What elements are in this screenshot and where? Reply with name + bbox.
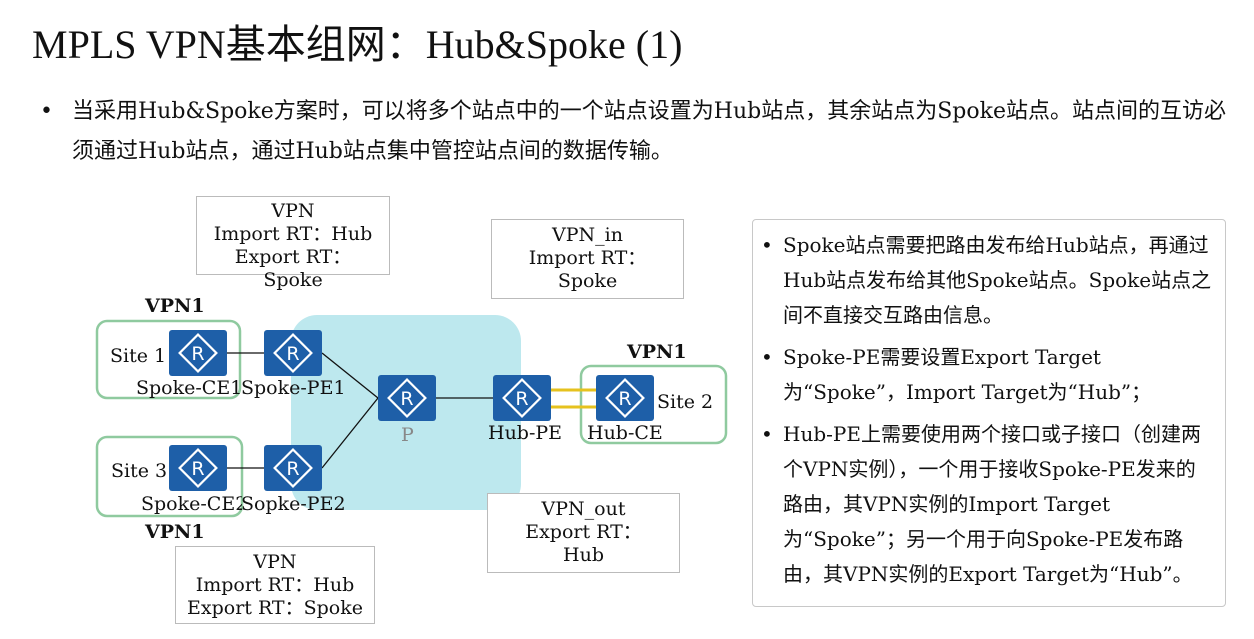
note-item: •Spoke站点需要把路由发布给Hub站点，再通过Hub站点发布给其他Spoke… bbox=[761, 228, 1215, 333]
router-icon: R bbox=[387, 378, 427, 418]
vpn-out-box: VPN_out Export RT： Hub bbox=[487, 493, 680, 573]
intro-paragraph: • 当采用Hub&Spoke方案时，可以将多个站点中的一个站点设置为Hub站点，… bbox=[40, 92, 1245, 172]
router-icon: R bbox=[178, 448, 218, 488]
hub-ce-router: R bbox=[596, 375, 654, 421]
spoke-pe2-label: Sopke-PE2 bbox=[241, 493, 346, 515]
spoke-ce2-router: R bbox=[169, 445, 227, 491]
note-item: •Hub-PE上需要使用两个接口或子接口（创建两个VPN实例），一个用于接收Sp… bbox=[761, 417, 1215, 592]
hub-ce-label: Hub-CE bbox=[587, 422, 663, 444]
site1-label: Site 1 bbox=[110, 345, 167, 367]
vpn-in-box: VPN_in Import RT： Spoke bbox=[491, 219, 684, 299]
site1-region bbox=[95, 319, 242, 400]
note-item: •Spoke-PE需要设置Export Target为“Spoke”，Impor… bbox=[761, 340, 1215, 410]
site3-label: Site 3 bbox=[111, 460, 168, 482]
spoke-ce2-label: Spoke-CE2 bbox=[141, 493, 242, 515]
svg-text:R: R bbox=[286, 343, 299, 365]
link-pe1-p bbox=[321, 352, 379, 399]
svg-text:R: R bbox=[400, 388, 413, 410]
bullet-dot: • bbox=[761, 345, 773, 369]
vpn-box-bottom: VPN Import RT：Hub Export RT：Spoke bbox=[175, 546, 375, 624]
page-title: MPLS VPN基本组网：Hub&Spoke (1) bbox=[32, 22, 683, 67]
bullet-dot: • bbox=[40, 99, 53, 124]
site3-region bbox=[95, 435, 244, 518]
hub-pe-router: R bbox=[493, 375, 551, 421]
bullet-dot: • bbox=[761, 233, 773, 257]
p-router: R bbox=[378, 375, 436, 421]
bullet-dot: • bbox=[761, 422, 773, 446]
spoke-pe1-router: R bbox=[264, 330, 322, 376]
router-icon: R bbox=[605, 378, 645, 418]
intro-text: 当采用Hub&Spoke方案时，可以将多个站点中的一个站点设置为Hub站点，其余… bbox=[72, 99, 1226, 164]
link-pe2-p bbox=[321, 397, 379, 469]
spoke-ce1-router: R bbox=[169, 330, 227, 376]
vpn1-label-site3: VPN1 bbox=[145, 521, 205, 543]
hub-pe-label: Hub-PE bbox=[488, 422, 563, 444]
spoke-ce1-label: Spoke-CE1 bbox=[136, 377, 243, 399]
spoke-pe2-router: R bbox=[264, 445, 322, 491]
svg-text:R: R bbox=[191, 458, 204, 480]
router-icon: R bbox=[502, 378, 542, 418]
svg-text:R: R bbox=[515, 388, 528, 410]
svg-text:R: R bbox=[286, 458, 299, 480]
site2-label: Site 2 bbox=[657, 391, 714, 413]
router-icon: R bbox=[273, 448, 313, 488]
router-icon: R bbox=[178, 333, 218, 373]
notes-panel: •Spoke站点需要把路由发布给Hub站点，再通过Hub站点发布给其他Spoke… bbox=[752, 219, 1226, 607]
p-label: P bbox=[401, 424, 414, 446]
vpn-box-top: VPN Import RT：Hub Export RT： Spoke bbox=[196, 196, 390, 291]
vpn1-label-site2: VPN1 bbox=[627, 341, 687, 363]
site2-region bbox=[579, 364, 728, 445]
router-icon: R bbox=[273, 333, 313, 373]
spoke-pe1-label: Spoke-PE1 bbox=[241, 377, 346, 399]
svg-text:R: R bbox=[191, 343, 204, 365]
svg-text:R: R bbox=[618, 388, 631, 410]
vpn1-label-site1: VPN1 bbox=[145, 295, 205, 317]
